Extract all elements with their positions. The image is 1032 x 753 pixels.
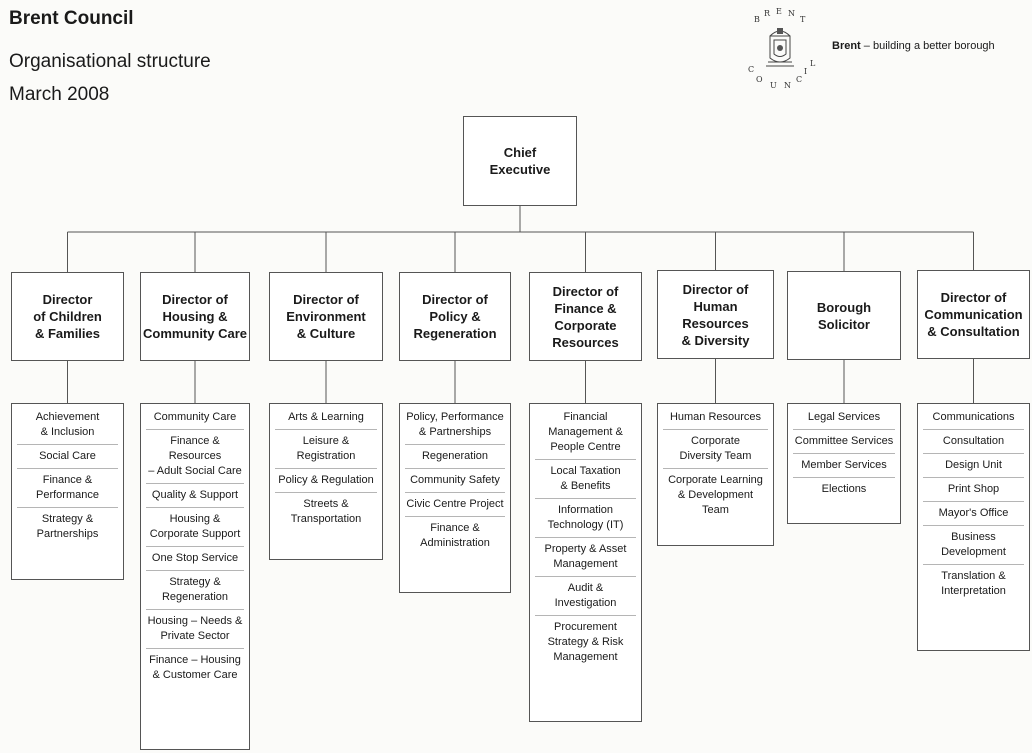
service-item: Audit & Investigation — [535, 577, 636, 616]
service-item: Committee Services — [793, 430, 895, 454]
service-item: Policy & Regulation — [275, 469, 377, 493]
svg-text:T: T — [800, 15, 806, 24]
service-item: Property & Asset Management — [535, 538, 636, 577]
svg-text:C: C — [748, 65, 754, 74]
service-item: Community Safety — [405, 469, 505, 493]
director-title: Director of Children & Families — [33, 292, 102, 341]
service-item: Finance & Administration — [420, 522, 490, 549]
service-item: Information Technology (IT) — [535, 499, 636, 538]
director-title: Director of Communication & Consultation — [924, 290, 1023, 339]
service-item: Corporate Diversity Team — [663, 430, 768, 469]
svg-text:B: B — [754, 15, 760, 24]
page-subtitle: Organisational structure — [9, 51, 211, 72]
service-item: Corporate Learning & Development Team — [668, 474, 763, 516]
service-item: Community Care — [146, 406, 244, 430]
page-date: March 2008 — [9, 84, 110, 105]
director-title: Borough Solicitor — [816, 299, 872, 332]
service-item: Member Services — [793, 454, 895, 478]
service-item: Regeneration — [405, 445, 505, 469]
svg-text:U: U — [770, 81, 777, 90]
service-item: One Stop Service — [146, 547, 244, 571]
svg-text:C: C — [796, 75, 802, 84]
service-item: Civic Centre Project — [405, 493, 505, 517]
service-item: Quality & Support — [146, 484, 244, 508]
service-item: Streets & Transportation — [290, 498, 362, 525]
service-item: Local Taxation & Benefits — [535, 460, 636, 499]
director-box: Director of Housing & Community Care — [140, 272, 250, 361]
service-item: Finance & Resources – Adult Social Care — [146, 430, 244, 484]
director-title: Director of Environment & Culture — [286, 292, 366, 341]
service-item: Consultation — [923, 430, 1024, 454]
service-item: Elections — [821, 483, 867, 495]
service-item: Strategy & Regeneration — [146, 571, 244, 610]
page-title: Brent Council — [9, 8, 134, 29]
svg-text:E: E — [776, 8, 782, 16]
service-item: Leisure & Registration — [275, 430, 377, 469]
service-item: Housing – Needs & Private Sector — [146, 610, 244, 649]
service-item: Design Unit — [923, 454, 1024, 478]
svg-text:R: R — [764, 9, 771, 18]
service-item: Achievement & Inclusion — [17, 406, 118, 445]
service-item: Procurement Strategy & Risk Management — [547, 621, 624, 663]
tagline-brand: Brent — [832, 40, 861, 52]
service-item: Finance & Performance — [17, 469, 118, 508]
service-item: Housing & Corporate Support — [146, 508, 244, 547]
service-item: Communications — [923, 406, 1024, 430]
tagline: Brent – building a better borough — [832, 40, 995, 52]
chief-executive-box: Chief Executive — [463, 116, 577, 206]
director-box: Director of Finance & Corporate Resource… — [529, 272, 642, 361]
service-item: Policy, Performance & Partnerships — [405, 406, 505, 445]
director-title: Director of Policy & Regeneration — [413, 292, 497, 341]
svg-text:N: N — [784, 81, 791, 90]
svg-text:O: O — [756, 75, 763, 84]
service-item: Business Development — [923, 526, 1024, 565]
director-box: Director of Human Resources & Diversity — [657, 270, 774, 359]
director-box: Director of Communication & Consultation — [917, 270, 1030, 359]
director-title: Director of Housing & Community Care — [142, 292, 248, 341]
service-item: Strategy & Partnerships — [36, 513, 99, 540]
director-title: Director of Human Resources & Diversity — [681, 281, 750, 348]
director-box: Director of Environment & Culture — [269, 272, 383, 361]
director-box: Borough Solicitor — [787, 271, 901, 360]
service-item: Arts & Learning — [275, 406, 377, 430]
tagline-text: – building a better borough — [860, 40, 995, 52]
service-item: Mayor's Office — [923, 502, 1024, 526]
svg-text:L: L — [810, 59, 816, 68]
service-item: Legal Services — [793, 406, 895, 430]
service-item: Print Shop — [923, 478, 1024, 502]
service-item: Finance – Housing & Customer Care — [149, 654, 241, 681]
chief-executive-label: Chief Executive — [489, 145, 551, 177]
director-box: Director of Policy & Regeneration — [399, 272, 511, 361]
service-item: Financial Management & People Centre — [535, 406, 636, 460]
director-title: Director of Finance & Corporate Resource… — [552, 283, 619, 350]
svg-text:N: N — [788, 9, 795, 18]
service-item: Social Care — [17, 445, 118, 469]
svg-text:I: I — [804, 67, 807, 76]
service-item: Translation & Interpretation — [941, 570, 1006, 597]
director-box: Director of Children & Families — [11, 272, 124, 361]
service-item: Human Resources — [663, 406, 768, 430]
